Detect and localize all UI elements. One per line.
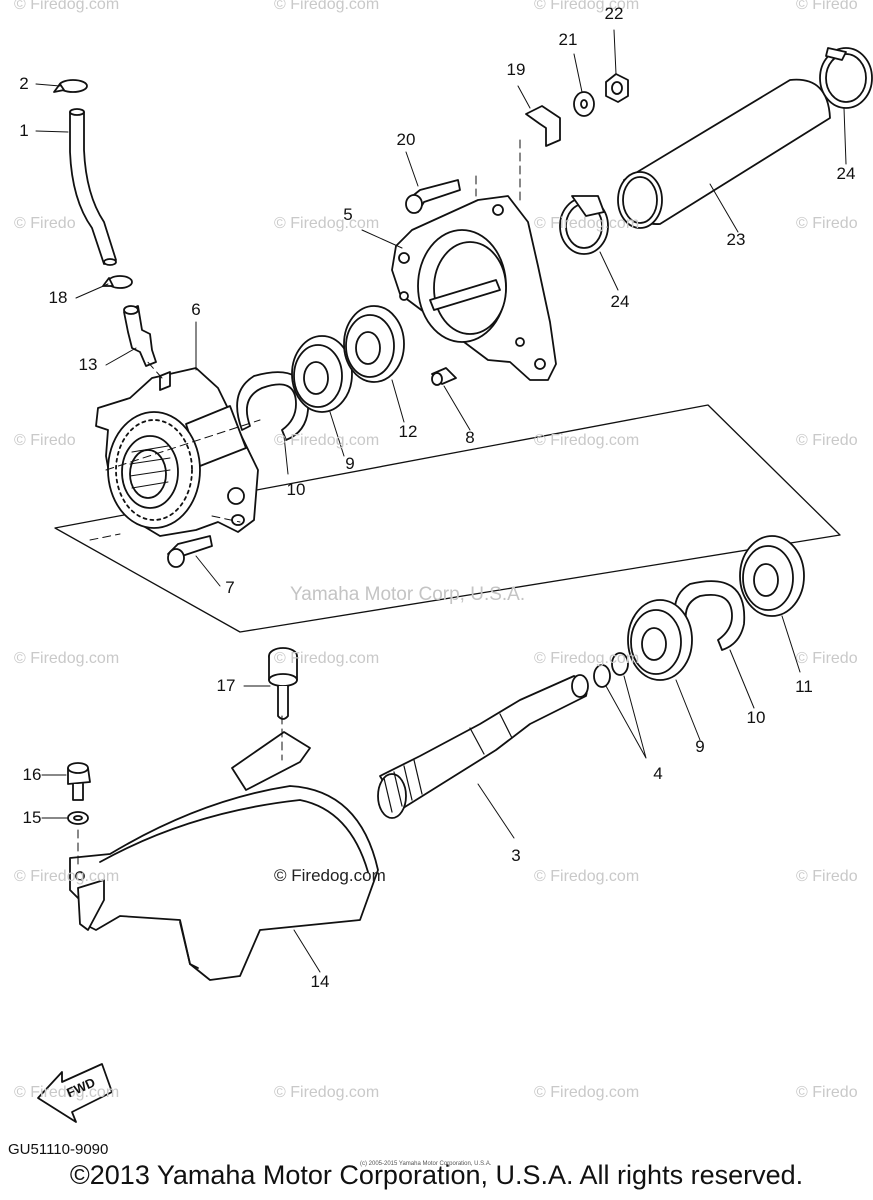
part-code: GU51110-9090 — [8, 1141, 109, 1158]
watermark: © Firedog.com — [274, 650, 380, 667]
nipple-part-13 — [123, 305, 157, 367]
callout-label-14: 14 — [310, 972, 330, 991]
watermark: © Firedo — [796, 215, 858, 232]
bearing-part-9-lower — [627, 599, 693, 681]
fwd-arrow-icon — [37, 1063, 113, 1123]
bolt-part-16 — [67, 762, 91, 801]
callout-label-22: 22 — [604, 4, 624, 23]
plate-part-5 — [391, 195, 557, 381]
bearing-part-9-upper — [291, 335, 353, 413]
clamp-part-24-right — [819, 47, 873, 109]
callout-label-20: 20 — [396, 130, 416, 149]
watermark: © Firedog.com — [534, 0, 640, 13]
pin-part-8 — [431, 367, 457, 386]
hose-part-23 — [617, 78, 831, 229]
clip-part-2 — [53, 79, 88, 93]
leader-lines — [35, 29, 847, 973]
watermark: © Firedo — [14, 215, 76, 232]
plug-part-17 — [268, 647, 298, 720]
callout-label-3: 3 — [511, 846, 521, 865]
o-ring-part-4 — [593, 652, 629, 688]
callout-label-24-right: 24 — [836, 164, 856, 183]
watermark: © Firedog.com — [534, 1084, 640, 1101]
watermark: © Firedog.com — [274, 215, 380, 232]
bearing-part-12 — [343, 305, 405, 383]
watermark: © Firedog.com — [14, 650, 120, 667]
bracket-part-19 — [525, 105, 561, 147]
watermark: © Firedog.com — [274, 1084, 380, 1101]
callout-label-7: 7 — [225, 578, 235, 597]
callout-label-15: 15 — [22, 808, 42, 827]
watermark: © Firedog.com — [14, 1084, 120, 1101]
sub-assembly-outline — [54, 404, 841, 633]
bolt-part-7 — [167, 535, 213, 568]
main-watermark: © Firedog.com — [274, 866, 386, 885]
watermark: © Firedo — [796, 650, 858, 667]
washer-part-15 — [67, 811, 89, 825]
copyright-notice: ©2013 Yamaha Motor Corporation, U.S.A. A… — [69, 1160, 804, 1190]
watermark: © Firedog.com — [14, 0, 120, 13]
clamp-part-24-left — [559, 195, 609, 255]
callout-label-16: 16 — [22, 765, 42, 784]
callout-label-21: 21 — [558, 30, 578, 49]
watermark: © Firedog.com — [534, 432, 640, 449]
callout-label-10-upper: 10 — [286, 480, 306, 499]
callout-label-10-lower: 10 — [746, 708, 766, 727]
watermark: © Firedog.com — [534, 650, 640, 667]
watermark: © Firedo — [796, 1084, 858, 1101]
callout-label-13: 13 — [78, 355, 98, 374]
callout-label-9-upper: 9 — [345, 454, 355, 473]
hose-part-1 — [69, 108, 117, 266]
callout-label-5: 5 — [343, 205, 353, 224]
bolt-part-20 — [405, 179, 461, 214]
watermark: © Firedo — [796, 0, 858, 13]
callout-label-12: 12 — [398, 422, 418, 441]
washer-part-21 — [573, 91, 595, 117]
fine-print: (c) 2005-2015 Yamaha Motor Corporation, … — [360, 1161, 492, 1167]
clip-part-18 — [102, 275, 133, 289]
callout-label-18: 18 — [48, 288, 68, 307]
watermark: © Firedog.com — [274, 0, 380, 13]
callout-label-17: 17 — [216, 676, 236, 695]
watermark: © Firedog.com — [534, 215, 640, 232]
callout-label-6: 6 — [191, 300, 201, 319]
callout-label-4: 4 — [653, 764, 663, 783]
callout-label-23: 23 — [726, 230, 746, 249]
callout-label-9-lower: 9 — [695, 737, 705, 756]
alignment-lines — [69, 111, 521, 869]
housing-part-6 — [95, 367, 259, 537]
callout-label-8: 8 — [465, 428, 475, 447]
callout-label-11: 11 — [795, 677, 813, 696]
callout-label-2: 2 — [19, 74, 29, 93]
watermark: © Firedog.com — [534, 868, 640, 885]
callout-label-1: 1 — [19, 121, 29, 140]
center-watermark: Yamaha Motor Corp, U.S.A. — [290, 584, 526, 605]
cover-part-14 — [69, 731, 379, 981]
watermark: © Firedog.com — [274, 432, 380, 449]
bearing-part-11 — [739, 535, 805, 617]
nut-part-22 — [605, 73, 629, 103]
watermark: © Firedo — [796, 868, 858, 885]
watermark: © Firedo — [14, 432, 76, 449]
watermark: © Firedo — [796, 432, 858, 449]
watermark: © Firedog.com — [14, 868, 120, 885]
callout-label-24-left: 24 — [610, 292, 630, 311]
callout-label-19: 19 — [506, 60, 526, 79]
shaft-part-3 — [377, 674, 589, 819]
